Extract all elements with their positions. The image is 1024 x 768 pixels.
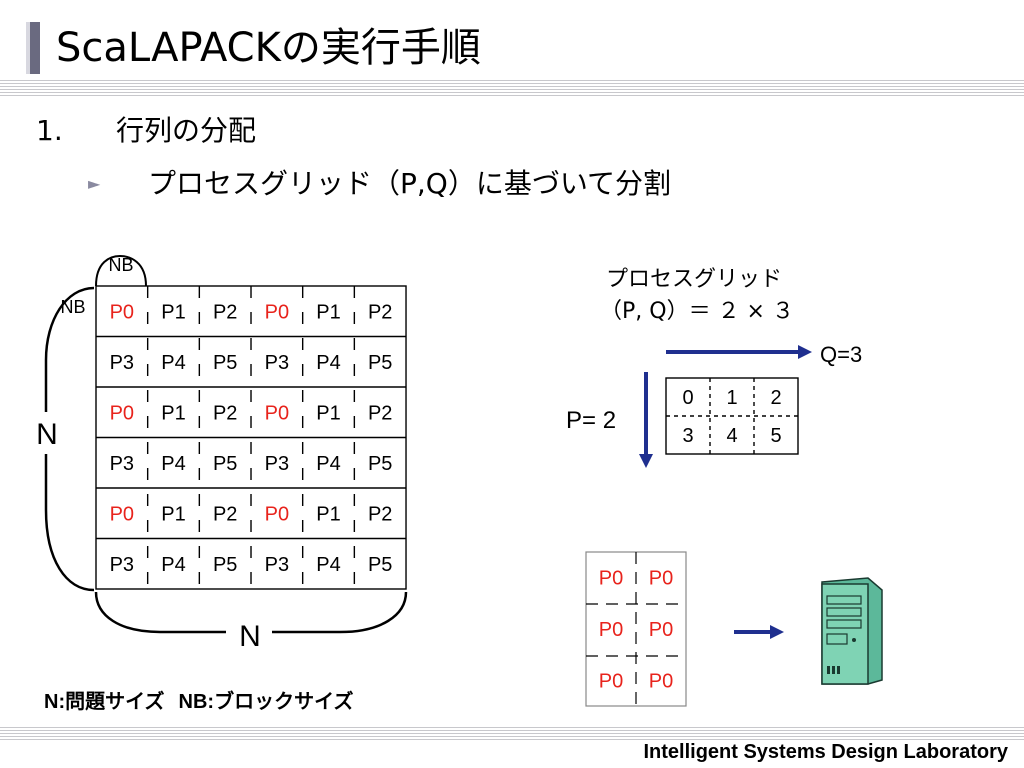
process-grid-heading-2: （P, Q）＝ ２ × ３ (600, 299, 794, 324)
matrix-cell: P2 (213, 402, 237, 424)
matrix-cell: P0 (265, 301, 289, 323)
matrix-cell: P3 (110, 554, 134, 576)
matrix-cell: P3 (265, 554, 289, 576)
matrix-cell: P1 (316, 301, 340, 323)
legend-n-desc: 問題サイズ (65, 691, 165, 713)
nb-top-label: NB (108, 255, 133, 275)
matrix-cell: P5 (368, 352, 392, 374)
matrix-cell: P0 (265, 503, 289, 525)
subpoint-text: プロセスグリッド（P,Q）に基づいて分割 (148, 167, 671, 200)
matrix-cell: P5 (368, 554, 392, 576)
nb-top-brace (95, 254, 147, 287)
matrix-cell: P0 (110, 503, 134, 525)
matrix-cell: P5 (368, 453, 392, 475)
point-1-text: 行列の分配 (116, 114, 257, 147)
subpoint: ► プロセスグリッド（P,Q）に基づいて分割 (88, 166, 671, 202)
q-arrow-head-icon (798, 345, 812, 359)
process-grid-cell: 4 (726, 425, 737, 447)
matrix-cell: P2 (213, 503, 237, 525)
matrix-cell: P4 (316, 352, 340, 374)
point-1: 1. 行列の分配 (36, 113, 256, 149)
matrix-cell: P4 (161, 453, 185, 475)
local-block-cell: P0 (599, 568, 623, 590)
matrix-cell: P3 (110, 352, 134, 374)
q-label: Q=3 (820, 342, 862, 367)
matrix-cell: P0 (110, 301, 134, 323)
process-grid-cell: 3 (682, 425, 693, 447)
n-bottom-label: N (239, 620, 261, 653)
process-grid-cell: 1 (726, 387, 737, 409)
matrix-cell: P5 (213, 453, 237, 475)
process-grid-heading-1: プロセスグリッド (606, 267, 782, 292)
matrix-cell: P3 (265, 453, 289, 475)
footer-lab-name: Intelligent Systems Design Laboratory (643, 741, 1008, 763)
matrix-cell: P1 (161, 301, 185, 323)
process-grid-cell: 5 (770, 425, 781, 447)
local-block-cell: P0 (649, 568, 673, 590)
matrix-cell: P4 (161, 554, 185, 576)
legend: N:問題サイズ NB:ブロックサイズ (44, 688, 353, 716)
matrix-cell: P4 (161, 352, 185, 374)
p-arrow-head-icon (639, 454, 653, 468)
local-block-cell: P0 (599, 670, 623, 692)
matrix-cell: P1 (161, 503, 185, 525)
process-grid-panel: プロセスグリッド （P, Q）＝ ２ × ３ Q=3 P= 2 0 1 2 3 4 5 (566, 267, 862, 468)
legend-n-separator: : (58, 691, 66, 713)
matrix-cell: P0 (265, 402, 289, 424)
process-grid-cell: 2 (770, 387, 781, 409)
server-tower-icon (821, 577, 883, 685)
matrix-cell: P5 (213, 554, 237, 576)
local-block-cell: P0 (649, 670, 673, 692)
matrix-cell: P5 (213, 352, 237, 374)
matrix-cell: P2 (368, 503, 392, 525)
process-grid-cell: 0 (682, 387, 693, 409)
matrix-cell: P3 (265, 352, 289, 374)
matrix-cell: P0 (110, 402, 134, 424)
title-accent-bar (26, 22, 40, 74)
matrix-cell: P4 (316, 453, 340, 475)
matrix-cell: P2 (368, 301, 392, 323)
matrix-cell: P2 (213, 301, 237, 323)
legend-nb-desc: ブロックサイズ (214, 691, 354, 713)
point-1-number: 1. (36, 114, 63, 147)
local-block-cell: P0 (649, 619, 673, 641)
slide-title: ScaLAPACKの実行手順 (56, 25, 481, 71)
to-computer-arrow-head-icon (770, 625, 784, 639)
nb-left-label: NB (60, 297, 85, 317)
matrix-cell: P2 (368, 402, 392, 424)
matrix-cell: P1 (316, 503, 340, 525)
local-block-cell: P0 (599, 619, 623, 641)
p-label: P= 2 (566, 407, 616, 434)
n-left-label: N (36, 418, 58, 451)
header-rule (0, 80, 1024, 98)
matrix-cell: P1 (161, 402, 185, 424)
triangle-bullet-icon: ► (88, 174, 101, 193)
legend-nb-key: NB: (178, 691, 215, 713)
footer-rule (0, 727, 1024, 741)
legend-n-key: N (44, 691, 59, 713)
matrix-cell: P1 (316, 402, 340, 424)
matrix-cell: P4 (316, 554, 340, 576)
matrix-cell: P3 (110, 453, 134, 475)
